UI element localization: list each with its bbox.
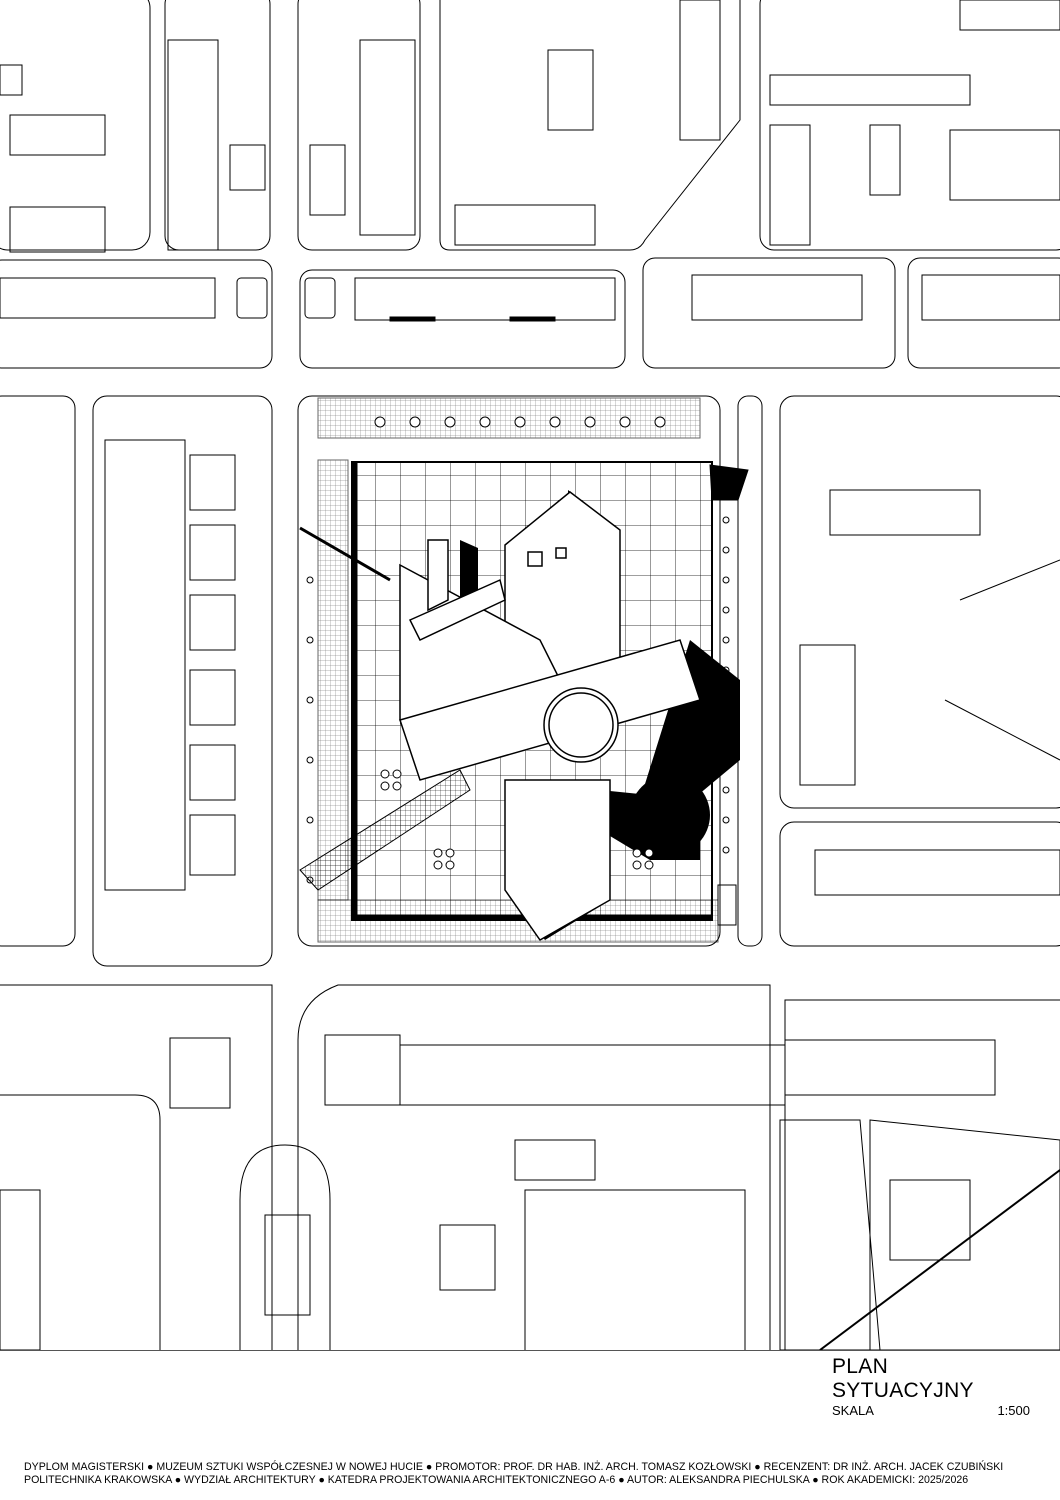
sheet-divider <box>0 1350 1060 1351</box>
scale-row: SKALA 1:500 <box>832 1403 1030 1418</box>
city-blocks-north <box>0 0 1060 253</box>
title-block: PLAN SYTUACYJNY SKALA 1:500 <box>832 1355 1032 1418</box>
planters <box>380 769 654 870</box>
museum-site <box>297 395 749 947</box>
museum-building <box>399 491 701 941</box>
site-plan-drawing <box>0 0 1060 1350</box>
city-blocks-row3 <box>0 395 1060 967</box>
ramp-southwest <box>299 769 471 891</box>
footer-line-1: DYPLOM MAGISTERSKI ● MUZEUM SZTUKI WSPÓŁ… <box>24 1461 1004 1473</box>
city-blocks-south <box>0 984 1060 1350</box>
sheet-title: PLAN SYTUACYJNY <box>832 1355 974 1402</box>
footer-credits: DYPLOM MAGISTERSKI ● MUZEUM SZTUKI WSPÓŁ… <box>24 1461 1003 1487</box>
scale-label: SKALA <box>832 1403 874 1418</box>
city-blocks-row2 <box>0 257 1060 369</box>
scale-value: 1:500 <box>997 1403 1030 1418</box>
footer-line-2: POLITECHNIKA KRAKOWSKA ● WYDZIAŁ ARCHITE… <box>24 1474 969 1486</box>
